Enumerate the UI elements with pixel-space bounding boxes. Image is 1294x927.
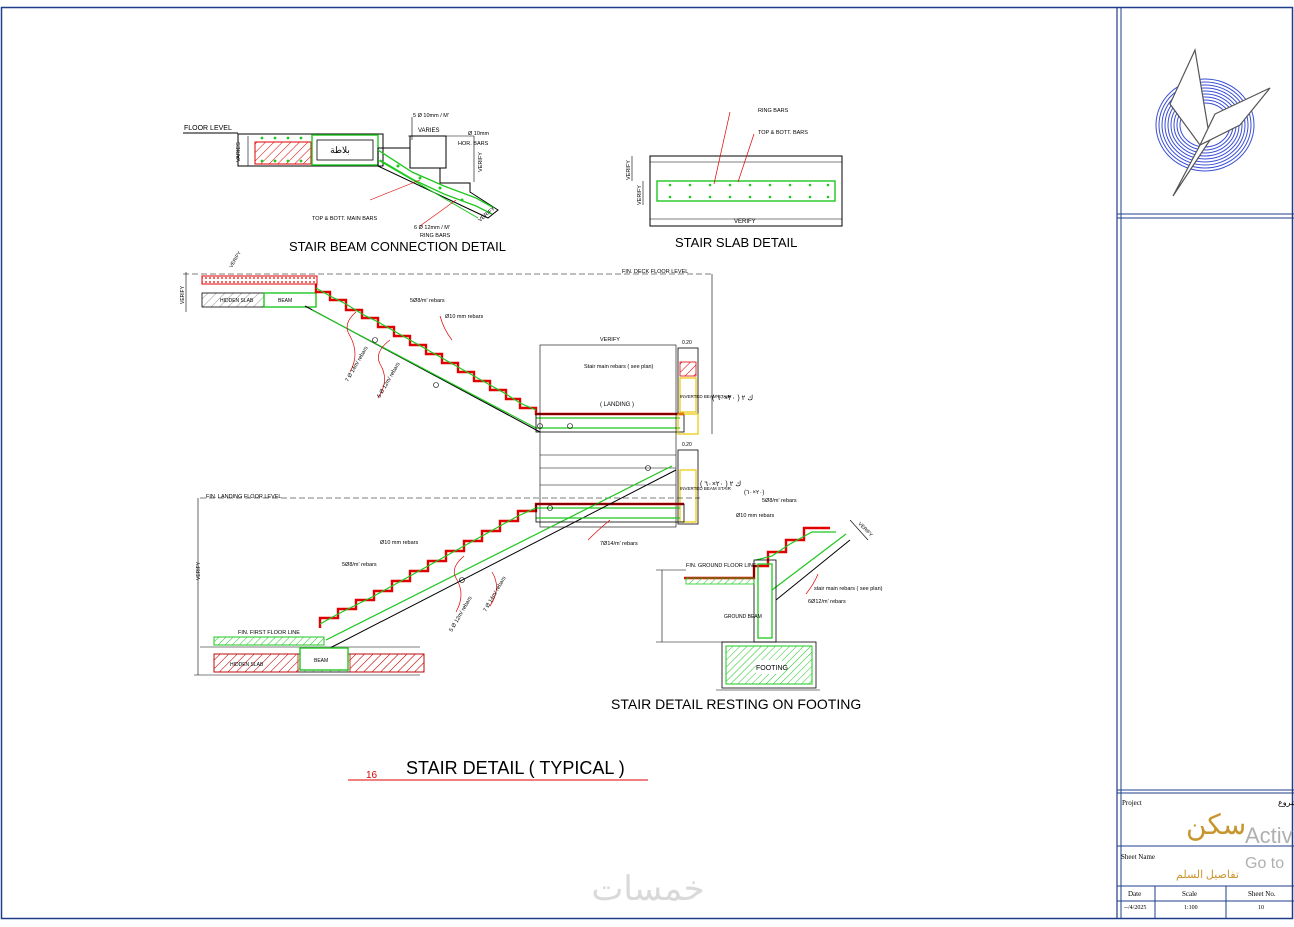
varies-side-label: VARIES bbox=[236, 142, 242, 162]
slab-verify-bottom: VERIFY bbox=[734, 219, 756, 225]
sheet-border bbox=[0, 6, 1294, 920]
beam-tag-a: ك ٢ ( ٢٠×٦٠ ) bbox=[712, 394, 753, 402]
inverted-beam-label-a: INVERTED BEAM STAIR bbox=[680, 394, 732, 399]
main-title-number: 16 bbox=[366, 770, 378, 781]
footing-stair-main-rebars-label: stair main rebars ( see plan) bbox=[814, 586, 883, 592]
sheet-no-value: 10 bbox=[1258, 905, 1264, 911]
footing-label: FOOTING bbox=[756, 665, 788, 672]
slab-verify-left-2: VERIFY bbox=[637, 185, 643, 205]
rebars-7014-label: 7 Ø 14m/ rebars bbox=[345, 345, 370, 383]
sheet-no-label: Sheet No. bbox=[1248, 890, 1276, 898]
beam-tag-b: ك ٢ ( ٢٠×٦٠ ) bbox=[700, 480, 741, 488]
bars-bottom-label: 6 Ø 12mm / M' bbox=[414, 225, 450, 231]
rebars-010-label: Ø10 mm rebars bbox=[445, 314, 483, 320]
fin-deck-level-label: FIN. DECK FLOOR LEVEL bbox=[622, 269, 688, 275]
rebars-508-label: 5Ø8/m' rebars bbox=[410, 298, 445, 304]
upper-flight-steps bbox=[314, 284, 684, 416]
beam-low-label: BEAM bbox=[314, 658, 328, 664]
rebars-7014-low-label: 7Ø14/m' rebars bbox=[600, 541, 638, 547]
dia-10-label: Ø 10mm bbox=[468, 131, 490, 137]
footing-top-tag: (٢٠×٦٠) bbox=[744, 490, 764, 496]
title-block bbox=[1117, 789, 1294, 918]
footing-detail: (٢٠×٦٠) 5Ø8/m' rebars Ø10 mm rebars VERI… bbox=[611, 490, 883, 712]
footing-detail-title: STAIR DETAIL RESTING ON FOOTING bbox=[611, 696, 861, 712]
rebars-7014-diag-label: 7 Ø 14m/ rebars bbox=[483, 575, 508, 613]
ground-beam-label: GROUND BEAM bbox=[724, 614, 762, 620]
floor-level-label: FLOOR LEVEL bbox=[184, 125, 232, 132]
verify-top-label: VERIFY bbox=[229, 250, 244, 269]
footing-steps bbox=[684, 526, 830, 580]
dim-020-a: 0.20 bbox=[682, 340, 692, 346]
ring-bars-label: RING BARS bbox=[420, 233, 451, 239]
hor-bars-label: HOR. BARS bbox=[458, 141, 489, 147]
top-bott-main-label: TOP & BOTT. MAIN BARS bbox=[312, 216, 378, 222]
varies-top-label: VARIES bbox=[418, 128, 440, 134]
scale-label: Scale bbox=[1182, 890, 1198, 898]
typical-stair-detail: FIN. DECK FLOOR LEVEL VERIFY HIDDEN SLAB… bbox=[180, 250, 753, 676]
beam-top-label: BEAM bbox=[278, 298, 292, 304]
activation-title: Activ bbox=[1245, 823, 1293, 848]
hidden-slab-label: HIDDEN SLAB bbox=[220, 298, 254, 304]
slab-top-bott-label: TOP & BOTT. BARS bbox=[758, 130, 808, 136]
fin-landing-level-label: FIN. LANDING FLOOR LEVEL bbox=[206, 494, 282, 500]
activation-subtitle: Go to bbox=[1245, 855, 1285, 872]
verify-landing-label: VERIFY bbox=[600, 337, 620, 343]
verify-side-label: VERIFY bbox=[478, 152, 484, 172]
slab-arabic-label: بلاطة bbox=[330, 145, 350, 155]
dim-upper-label: VERIFY bbox=[180, 285, 186, 304]
project-label-ar: شروع bbox=[1278, 798, 1294, 807]
project-name: سكن bbox=[1186, 810, 1247, 841]
project-label: Project bbox=[1122, 799, 1142, 807]
watermark-text: خمسات bbox=[591, 870, 704, 908]
beam-connection-detail: FLOOR LEVEL VARIES VARIES 5 Ø 10mm / M' … bbox=[183, 113, 506, 254]
dim-lower-label: VERIFY bbox=[196, 561, 202, 580]
fin-ground-floor-label: FIN. GROUND FLOOR LINE bbox=[686, 563, 757, 569]
stair-main-rebars-label: Stair main rebars ( see plan) bbox=[584, 364, 654, 370]
slab-verify-left-1: VERIFY bbox=[626, 160, 632, 180]
sheet-name-value: تفاصيل السلم bbox=[1176, 869, 1239, 881]
rebars-508-low-label: 5Ø8/m' rebars bbox=[342, 562, 377, 568]
lower-flight-steps bbox=[318, 502, 684, 628]
rebars-010-low-label: Ø10 mm rebars bbox=[380, 540, 418, 546]
company-logo bbox=[1155, 47, 1271, 197]
sheet-name-label: Sheet Name bbox=[1121, 853, 1156, 861]
footing-rebars-508-label: 5Ø8/m' rebars bbox=[762, 498, 797, 504]
dim-020-b: 0.20 bbox=[682, 442, 692, 448]
date-value: --/4/2025 bbox=[1124, 905, 1147, 911]
rebars-5012-low-label: 5 Ø 12m/ rebars bbox=[449, 595, 474, 633]
date-label: Date bbox=[1128, 890, 1142, 898]
rebars-5012-label: 5 Ø 12m/ rebars bbox=[377, 361, 402, 399]
footing-rebars-010-label: Ø10 mm rebars bbox=[736, 513, 774, 519]
scale-value: 1:100 bbox=[1184, 905, 1198, 911]
landing-label: ( LANDING ) bbox=[600, 402, 634, 408]
bars-top-label: 5 Ø 10mm / M' bbox=[413, 113, 449, 119]
inverted-beam-label-b: INVERTED BEAM STAIR bbox=[680, 486, 732, 491]
slab-detail: RING BARS TOP & BOTT. BARS VERIFY VERIFY… bbox=[626, 108, 843, 250]
slab-ring-bars-label: RING BARS bbox=[758, 108, 789, 114]
slab-detail-title: STAIR SLAB DETAIL bbox=[675, 235, 797, 250]
hidden-slab-low-label: HIDDEN SLAB bbox=[230, 662, 264, 668]
beam-connection-title: STAIR BEAM CONNECTION DETAIL bbox=[289, 239, 506, 254]
footing-rebars-612-label: 6Ø12/m' rebars bbox=[808, 599, 846, 605]
main-title: STAIR DETAIL ( TYPICAL ) bbox=[406, 758, 625, 778]
fin-first-floor-label: FIN. FIRST FLOOR LINE bbox=[238, 630, 300, 636]
